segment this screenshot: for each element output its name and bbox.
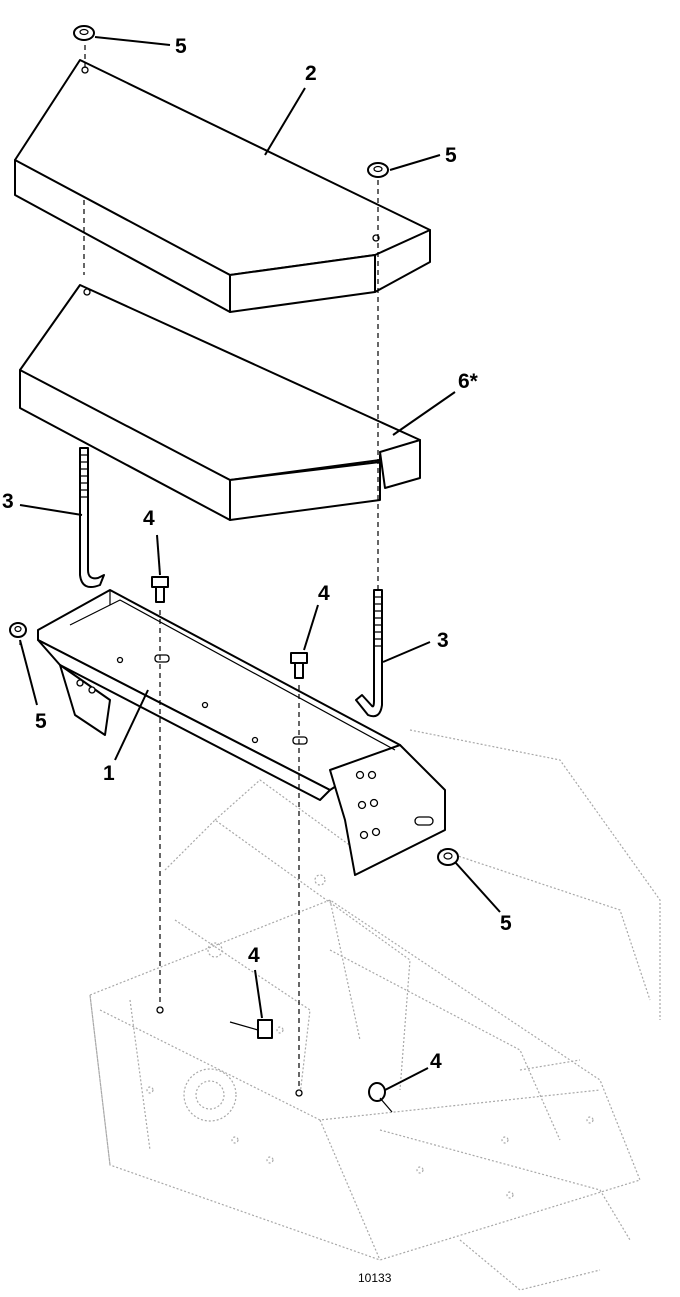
nut-5-top	[73, 25, 95, 41]
leader-lines	[19, 36, 501, 1091]
j-bolt-3-left	[79, 447, 105, 588]
bolt-4-mid	[290, 652, 308, 679]
j-bolt-3-right	[355, 589, 383, 718]
callout-6: 6*	[458, 370, 479, 393]
callout-1: 1	[103, 762, 115, 785]
nut-5-left	[9, 622, 27, 638]
callout-5-right: 5	[500, 912, 512, 935]
machine-frame-ghost	[89, 729, 661, 1291]
callout-3-right: 3	[437, 629, 449, 652]
callout-4-left: 4	[143, 507, 155, 530]
assembly-lines	[19, 45, 379, 1097]
nut-5-right	[437, 848, 459, 866]
callout-4-mid: 4	[318, 582, 330, 605]
callout-labels: 5 2 5 6* 3 4 4 3 5 1 5 4 4	[2, 35, 512, 1073]
callout-2: 2	[305, 62, 317, 85]
nut-5-mid	[367, 162, 389, 178]
callout-4-bottom: 4	[430, 1050, 442, 1073]
part-6-weight	[19, 284, 421, 521]
callout-4-lower: 4	[248, 944, 260, 967]
bolt-4-bottom	[368, 1082, 393, 1113]
part-2-weight	[14, 59, 431, 313]
figure-number: 10133	[358, 1271, 392, 1285]
bolt-4-left	[151, 576, 169, 603]
part-1-bracket	[37, 589, 446, 876]
callout-5-mid: 5	[445, 144, 457, 167]
callout-5-top: 5	[175, 35, 187, 58]
bolt-4-lower	[229, 1019, 273, 1039]
callout-3-left: 3	[2, 490, 14, 513]
callout-5-left: 5	[35, 710, 47, 733]
